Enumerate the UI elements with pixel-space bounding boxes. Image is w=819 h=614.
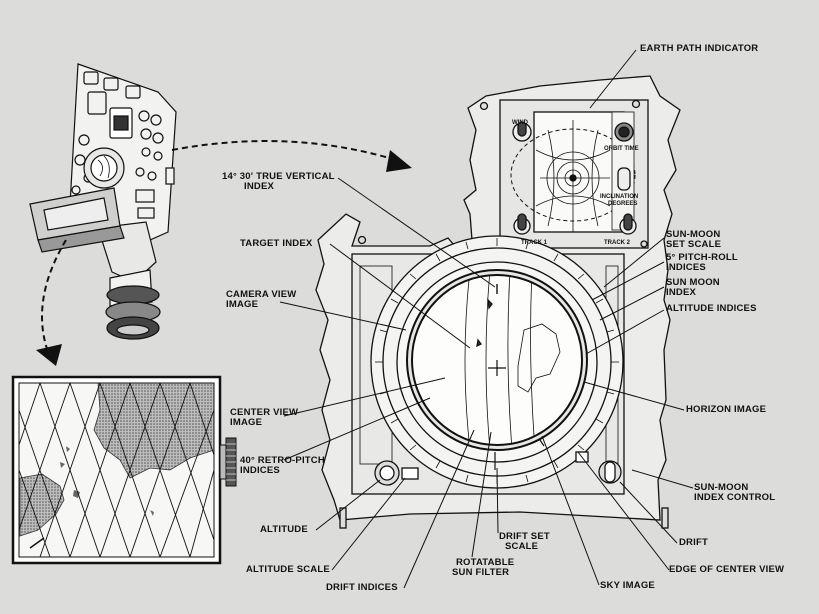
sun-moon-index-label-2: INDEX [666,287,697,298]
altitude-label: ALTITUDE [260,524,308,535]
drift-indices-label: DRIFT INDICES [326,582,398,593]
retro-pitch-indices-label-1: 40° RETRO-PITCH [240,455,325,466]
horizon-image-label: HORIZON IMAGE [686,404,767,415]
edge-of-center-view-label: EDGE OF CENTER VIEW [669,564,785,575]
center-view-image-label-1: CENTER VIEW [230,407,299,418]
periscope-view-window [11,375,237,565]
track-1-label: TRACK 1 [521,240,548,246]
pitch-roll-indices-label-2: INDICES [666,262,706,273]
degrees-label: DEGREES [608,201,638,207]
sun-moon-index-control-label-2: INDEX CONTROL [694,492,776,503]
inclination-label: INCLINATION [600,194,639,200]
sky-image-label: SKY IMAGE [600,580,655,591]
drift-set-scale-label-1: DRIFT SET [499,531,550,542]
drift-set-scale-label-2: SCALE [505,541,539,552]
altitude-indices-label: ALTITUDE INDICES [666,303,757,314]
wind-label: WIND [512,120,528,126]
camera-view-image-label-2: IMAGE [226,299,259,310]
arrow-to-view [36,239,67,366]
cockpit-panel-illustration [29,63,177,340]
earth-path-indicator-label: EARTH PATH INDICATOR [640,43,759,54]
arrow-to-detail [171,140,412,172]
rotatable-sun-filter-label-1: ROTATABLE [456,557,515,568]
main-instrument [315,75,681,529]
center-view-image-label-2: IMAGE [230,417,263,428]
camera-view-image-label-1: CAMERA VIEW [226,289,297,300]
track-2-label: TRACK 2 [604,240,631,246]
drift-label: DRIFT [679,537,708,548]
retro-pitch-indices-label-2: INDICES [240,465,280,476]
orbit-time-label: ORBIT TIME [604,146,639,152]
sun-moon-index-label-1: SUN MOON [666,277,720,288]
altitude-scale-label: ALTITUDE SCALE [246,564,330,575]
sun-moon-set-scale-label-2: SET SCALE [666,239,722,250]
true-vertical-index-label-2: INDEX [244,181,275,192]
target-index-label: TARGET INDEX [240,238,313,249]
sun-moon-index-control-label-1: SUN-MOON [694,482,749,493]
pitch-roll-indices-label-1: 5° PITCH-ROLL [666,252,738,263]
leader-lines [279,49,694,589]
true-vertical-index-label-1: 14° 30' TRUE VERTICAL [222,171,335,182]
dial-ticks [375,238,619,484]
rotatable-sun-filter-label-2: SUN FILTER [452,567,510,578]
sun-moon-set-scale-label-1: SUN-MOON [666,229,721,240]
